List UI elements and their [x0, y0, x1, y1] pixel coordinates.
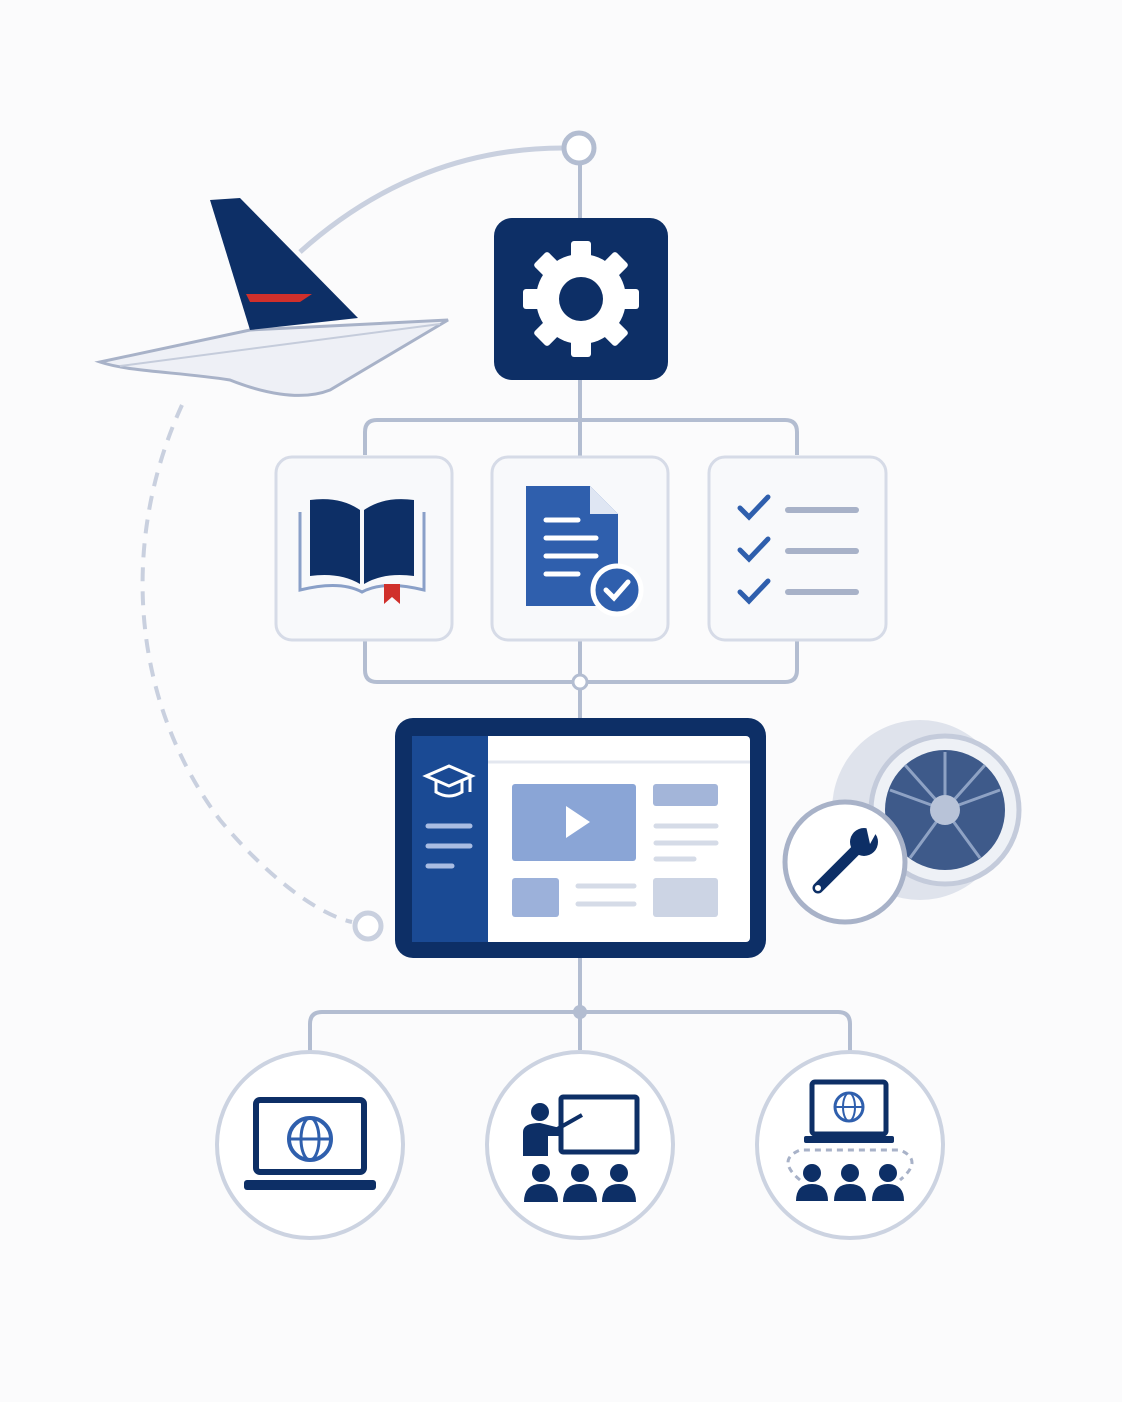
- delivery-online: [215, 1050, 405, 1240]
- open-book-icon: [298, 499, 426, 604]
- dashed-arc-end-node: [352, 910, 384, 942]
- virtual-classroom-icon: [786, 1079, 914, 1201]
- delivery-classroom: [485, 1050, 675, 1240]
- graduation-cap-icon: [422, 764, 476, 798]
- e-learning-screen: [395, 718, 766, 958]
- approved-document-icon: [526, 486, 644, 617]
- turbine-engine-icon: [832, 720, 1022, 900]
- classroom-instructor-icon: [523, 1094, 640, 1202]
- checklist-icon: [737, 494, 859, 605]
- aircraft-tail-wing: [94, 198, 449, 397]
- card-document: [490, 455, 670, 642]
- play-icon[interactable]: [566, 806, 590, 838]
- dashed-arc-connector: [140, 404, 353, 924]
- gear-icon: [523, 241, 639, 357]
- online-laptop-icon: [244, 1097, 376, 1190]
- maintenance-node: [782, 799, 908, 925]
- gear-node: [494, 218, 668, 380]
- cards-top-connector: [363, 418, 799, 455]
- solid-arc-connector: [298, 145, 564, 254]
- wrench-icon: [812, 826, 880, 894]
- card-manual: [274, 455, 454, 642]
- junction-node: [571, 673, 589, 691]
- delivery-virtual-classroom: [755, 1050, 945, 1240]
- delivery-junction-node: [573, 1005, 587, 1019]
- card-checklist: [707, 455, 888, 642]
- arc-end-node: [561, 130, 597, 166]
